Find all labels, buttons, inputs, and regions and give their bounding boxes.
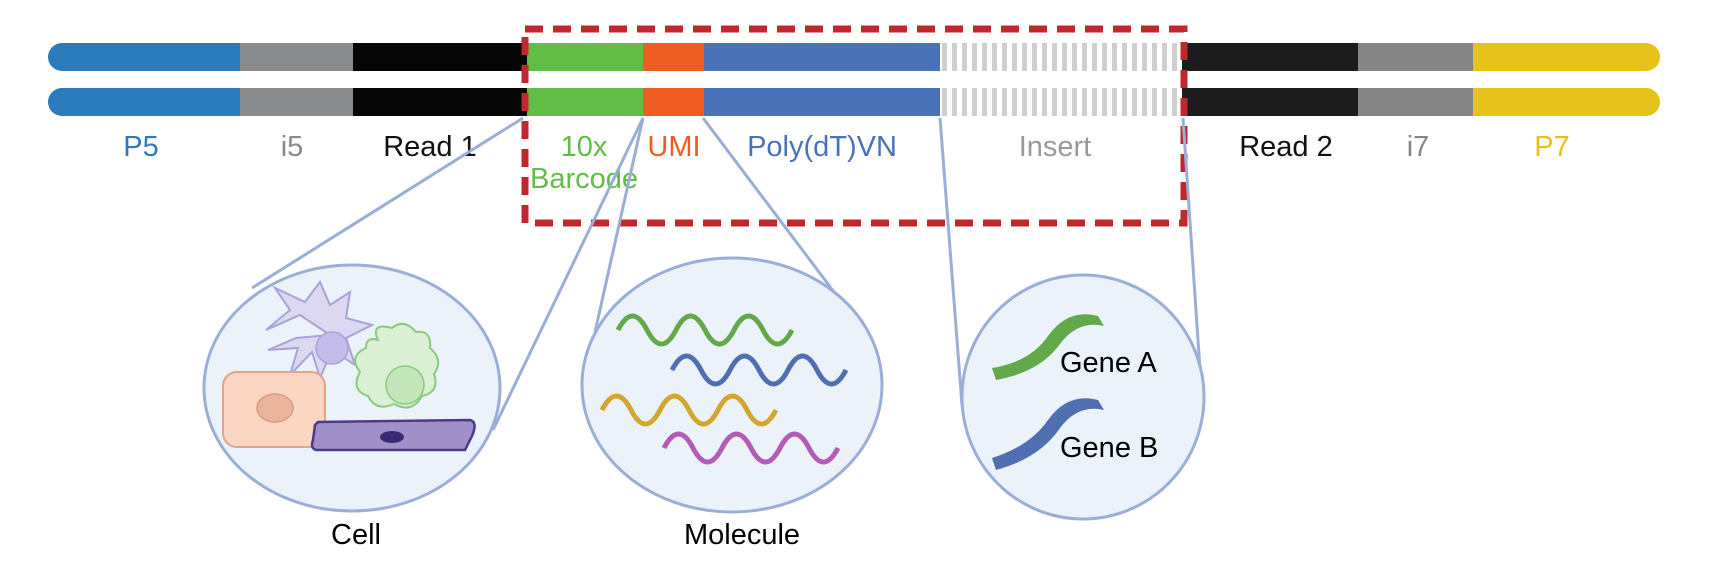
callout-line-cell-right	[491, 117, 645, 431]
segment-insert-top	[940, 43, 1182, 71]
gene-a-label: Gene A	[1060, 347, 1157, 379]
segment-umi-top	[643, 43, 704, 71]
bottom-strand	[48, 88, 1660, 116]
genes-callout: Gene A Gene B	[960, 273, 1206, 521]
label-barcode-line1: 10x	[561, 131, 608, 163]
label-i5: i5	[281, 131, 304, 163]
yellow-molecule-wave-icon	[599, 393, 779, 427]
blue-molecule-wave-icon	[669, 353, 849, 387]
label-read1: Read 1	[383, 131, 477, 163]
cell-callout: Cell	[202, 263, 502, 551]
label-p7: P7	[1534, 131, 1569, 163]
callout-lines	[251, 116, 1202, 431]
segment-p5-bottom	[48, 88, 240, 116]
green-molecule-wave-icon	[615, 313, 795, 347]
genes-circle	[960, 273, 1206, 521]
callout-line-genes-right	[1181, 117, 1202, 371]
gene-a-curve-icon	[992, 314, 1104, 380]
label-barcode-line2: Barcode	[530, 163, 638, 195]
segment-p7-bottom	[1473, 88, 1660, 116]
segment-i7-top	[1358, 43, 1473, 71]
gene-b-curve-icon	[992, 398, 1104, 470]
callout-line-genes-left	[938, 117, 964, 406]
segment-insert-bottom	[940, 88, 1182, 116]
molecule-circle	[580, 256, 884, 514]
label-insert: Insert	[1019, 131, 1092, 163]
segment-labels: P5 i5 Read 1 10x Barcode UMI Poly(dT)VN …	[123, 131, 1569, 195]
segment-polydt-top	[704, 43, 940, 71]
segment-read2-top	[1182, 43, 1358, 71]
epithelial-nucleus-icon	[256, 393, 294, 423]
segment-polydt-bottom	[704, 88, 940, 116]
segment-barcode-bottom	[527, 88, 643, 116]
segment-i7-bottom	[1358, 88, 1473, 116]
gene-b-label: Gene B	[1060, 432, 1158, 464]
magenta-molecule-wave-icon	[661, 431, 841, 465]
segment-read1-bottom	[353, 88, 527, 116]
molecule-callout: Molecule	[580, 256, 884, 551]
segment-barcode-top	[527, 43, 643, 71]
molecule-caption: Molecule	[684, 519, 800, 551]
top-strand	[48, 43, 1660, 71]
label-p5: P5	[123, 131, 158, 163]
label-i7: i7	[1407, 131, 1430, 163]
macrophage-nucleus-icon	[385, 365, 425, 405]
segment-umi-bottom	[643, 88, 704, 116]
segment-read2-bottom	[1182, 88, 1358, 116]
label-polydt: Poly(dT)VN	[747, 131, 897, 163]
label-umi: UMI	[647, 131, 700, 163]
segment-p7-top	[1473, 43, 1660, 71]
label-read2: Read 2	[1239, 131, 1333, 163]
callout-line-molecule-right	[701, 117, 842, 301]
segment-i5-bottom	[240, 88, 353, 116]
flat-cell-nucleus-icon	[380, 431, 404, 443]
cell-caption: Cell	[331, 519, 381, 551]
segment-p5-top	[48, 43, 240, 71]
callout-line-molecule-left	[593, 117, 645, 333]
segment-i5-top	[240, 43, 353, 71]
segment-read1-top	[353, 43, 527, 71]
neuron-nucleus-icon	[315, 331, 349, 365]
callout-line-cell-left	[251, 116, 524, 290]
